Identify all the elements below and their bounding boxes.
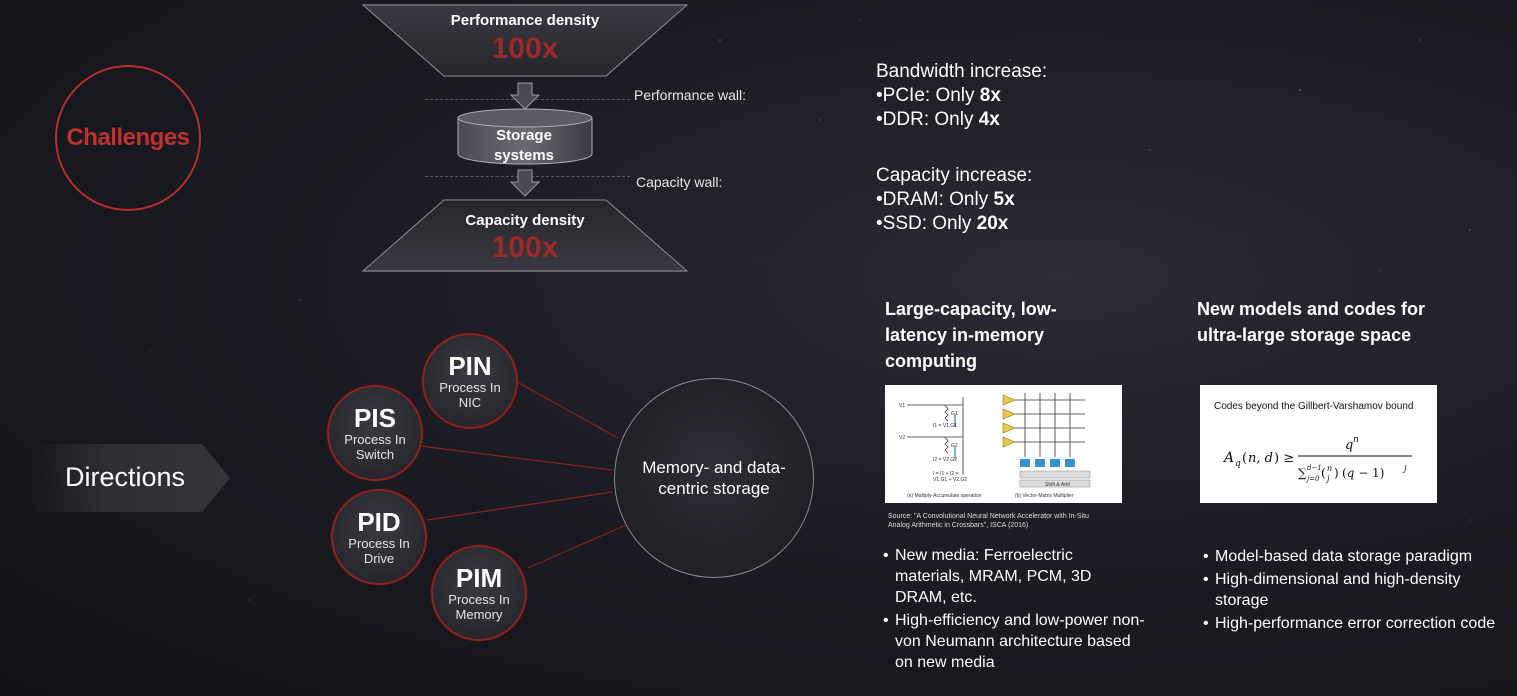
gv-figure-title: Codes beyond the Gillbert-Varshamov boun… xyxy=(1214,401,1414,412)
new-models-title-line-2: ultra-large storage space xyxy=(1197,325,1412,345)
svg-text:) ≥: ) ≥ xyxy=(1274,451,1294,466)
new-models-title: New models and codes for ultra-large sto… xyxy=(1197,296,1425,348)
node-pid: PID Process In Drive xyxy=(331,489,427,585)
svg-text:): ) xyxy=(1334,466,1339,480)
node-pis: PIS Process In Switch xyxy=(327,385,423,481)
svg-text:d−1: d−1 xyxy=(1307,464,1322,472)
gv-formula: A q ( n, d ) ≥ q n ∑ d−1 j=0 ( n j ) (q … xyxy=(1222,435,1412,483)
node-pin-abbr: PIN xyxy=(448,351,492,381)
new-models-title-line-1: New models and codes for xyxy=(1197,299,1426,319)
crossbar-figure: V1 V2 G1 G2 I1 = V1.G1 I2 = V2.G2 I = I1… xyxy=(885,385,1122,503)
new-models-bullet-2: High-dimensional and high-density storag… xyxy=(1203,569,1505,611)
storage-systems-line-2: systems xyxy=(493,147,555,164)
figure-label-i2: I2 = V2.G2 xyxy=(933,457,957,463)
node-pim-desc-2: Memory xyxy=(455,607,503,622)
node-pim-abbr: PIM xyxy=(455,563,503,593)
capacity-density-value: 100x xyxy=(491,231,559,264)
figure-label-v2: V2 xyxy=(899,435,905,441)
svg-text:j=0: j=0 xyxy=(1305,475,1320,483)
svg-text:n: n xyxy=(1327,464,1332,473)
figure-source-line-2: Analog Arithmetic in Crossbars", ISCA (2… xyxy=(888,522,1029,529)
challenges-label: Challenges xyxy=(66,124,190,151)
node-pim: PIM Process In Memory xyxy=(431,545,527,641)
svg-text:q: q xyxy=(1345,438,1353,453)
down-arrow-icon xyxy=(510,82,540,110)
capacity-density-label: Capacity density xyxy=(465,212,585,229)
node-pis-desc-1: Process In xyxy=(344,432,406,447)
in-memory-bullet-2: High-efficiency and low-power non-von Ne… xyxy=(883,610,1145,673)
node-pim-desc-1: Process In xyxy=(448,592,510,607)
new-models-bullets: Model-based data storage paradigm High-d… xyxy=(1203,546,1505,636)
memory-data-centric-circle: Memory- and data-centric storage xyxy=(614,378,814,578)
new-models-bullet-3: High-performance error correction code xyxy=(1203,613,1505,634)
node-pin-desc-2: NIC xyxy=(458,395,482,410)
in-memory-title-line-1: Large-capacity, low- xyxy=(885,299,1057,319)
crossbar-diagram: V1 V2 G1 G2 I1 = V1.G1 I2 = V2.G2 I = I1… xyxy=(899,393,1091,499)
in-memory-bullets: New media: Ferroelectric materials, MRAM… xyxy=(883,545,1145,675)
capacity-item-dram: •DRAM: Only 5x xyxy=(876,189,1015,210)
figure-caption-a: (a) Multiply-Accumulate operation xyxy=(907,493,982,499)
svg-text:(: ( xyxy=(1242,451,1247,466)
figure-source-line-1: Source: "A Convolutional Neural Network … xyxy=(888,513,1089,520)
in-memory-bullet-1: New media: Ferroelectric materials, MRAM… xyxy=(883,545,1145,608)
capacity-item-ssd: •SSD: Only 20x xyxy=(876,213,1009,234)
new-models-bullet-1: Model-based data storage paradigm xyxy=(1203,546,1505,567)
performance-density-label: Performance density xyxy=(450,12,600,29)
storage-systems-cylinder xyxy=(457,108,593,165)
formula-lhs: A xyxy=(1222,450,1234,466)
svg-text:n, d: n, d xyxy=(1248,451,1273,466)
figure-label-g2: G2 xyxy=(951,443,958,449)
svg-text:(: ( xyxy=(1321,466,1326,480)
in-memory-title: Large-capacity, low- latency in-memory c… xyxy=(885,296,1057,374)
storage-systems-label: Storage systems xyxy=(458,126,590,166)
capacity-trapezoid-outline xyxy=(362,199,688,272)
figure-label-i1: I1 = V1.G1 xyxy=(933,423,957,429)
directions-label: Directions xyxy=(65,462,186,492)
bandwidth-title: Bandwidth increase: xyxy=(876,61,1048,82)
directions-chevron xyxy=(30,444,230,512)
gv-bound-figure: Codes beyond the Gillbert-Varshamov boun… xyxy=(1200,385,1437,503)
down-arrow-icon xyxy=(510,169,540,197)
figure-label-shift-add: Shift & Add xyxy=(1045,482,1070,488)
figure-label-sum: I = I1 + I2 = xyxy=(933,471,959,477)
figure-caption-b: (b) Vector-Matrix Multiplier xyxy=(1015,493,1074,499)
svg-text:j: j xyxy=(1325,474,1330,483)
memory-data-centric-label: Memory- and data-centric storage xyxy=(642,458,786,498)
figure-label-g1: G1 xyxy=(951,411,958,417)
node-pin: PIN Process In NIC xyxy=(422,333,518,429)
capacity-increase-block: Capacity increase: •DRAM: Only 5x •SSD: … xyxy=(876,164,1032,236)
performance-density-value: 100x xyxy=(491,32,559,65)
svg-text:n: n xyxy=(1353,435,1359,445)
figure-source: Source: "A Convolutional Neural Network … xyxy=(888,512,1128,530)
node-pis-desc-2: Switch xyxy=(355,447,395,462)
in-memory-title-line-2: latency in-memory xyxy=(885,325,1045,345)
node-pid-desc-1: Process In xyxy=(348,536,410,551)
bandwidth-item-pcie: •PCIe: Only 8x xyxy=(876,85,1001,106)
storage-systems-line-1: Storage xyxy=(496,127,552,144)
node-pis-abbr: PIS xyxy=(354,403,396,433)
figure-label-v1: V1 xyxy=(899,403,905,409)
capacity-title: Capacity increase: xyxy=(876,165,1033,186)
capacity-wall-label: Capacity wall: xyxy=(636,174,723,190)
bandwidth-increase-block: Bandwidth increase: •PCIe: Only 8x •DDR:… xyxy=(876,60,1047,132)
figure-label-sum-2: V1.G1 + V2.G2 xyxy=(933,477,967,483)
node-pid-desc-2: Drive xyxy=(363,551,395,566)
svg-text:j: j xyxy=(1402,464,1407,473)
node-pid-abbr: PID xyxy=(357,507,401,537)
node-pin-desc-1: Process In xyxy=(439,380,501,395)
challenges-circle: Challenges xyxy=(55,65,201,211)
performance-trapezoid-outline xyxy=(362,4,688,77)
svg-text:q: q xyxy=(1235,459,1241,469)
in-memory-title-line-3: computing xyxy=(885,351,977,371)
svg-text:∑: ∑ xyxy=(1298,466,1307,480)
bandwidth-item-ddr: •DDR: Only 4x xyxy=(876,109,1000,130)
performance-wall-label: Performance wall: xyxy=(634,87,747,103)
svg-text:(q − 1): (q − 1) xyxy=(1342,466,1384,480)
